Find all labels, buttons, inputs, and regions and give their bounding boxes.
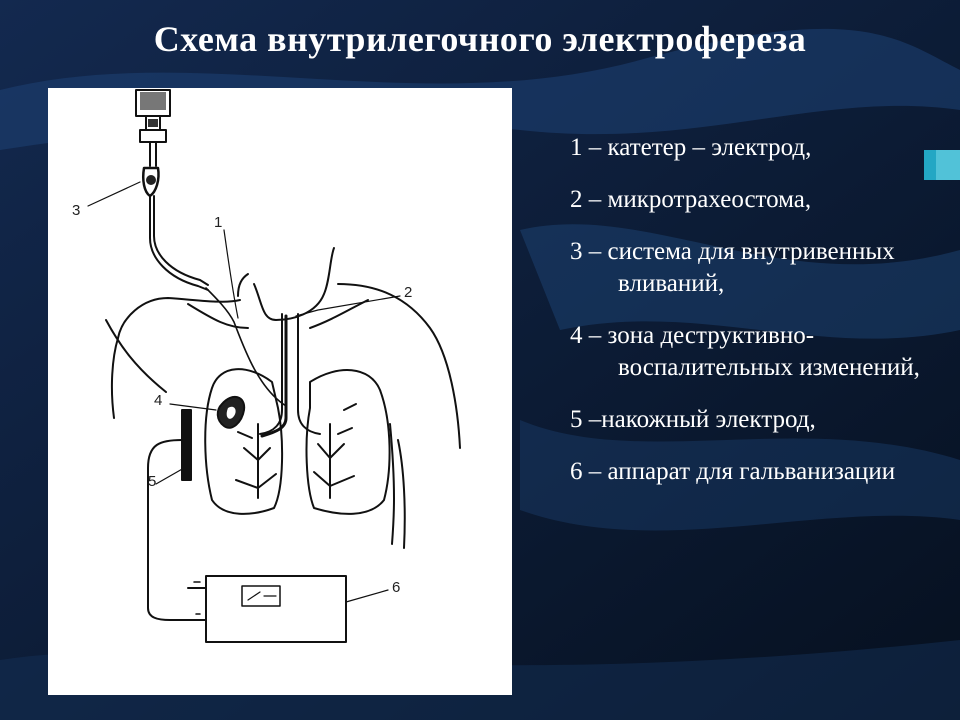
electrophoresis-diagram: 3 1 2 4 5 6 — [48, 88, 512, 695]
right-lung — [305, 369, 391, 515]
leader-5 — [155, 467, 185, 485]
diagram-drawing — [87, 89, 461, 643]
label-3: 3 — [72, 202, 81, 219]
leader-1 — [223, 229, 239, 319]
leader-3 — [87, 181, 141, 207]
legend-item-3: 3 – система для внутривенных вливаний, — [570, 238, 895, 297]
legend-item-5: 5 –накожный электрод, — [570, 406, 816, 433]
wire-skin-electrode — [147, 439, 209, 621]
accent-bar-highlight — [936, 150, 960, 180]
leader-4 — [169, 403, 217, 411]
trachea — [259, 313, 321, 438]
legend-item-1: 1 – катетер – электрод, — [570, 134, 812, 161]
legend: 1 – катетер – электрод, 2 – микротрахеос… — [570, 132, 940, 508]
left-lung — [204, 368, 284, 515]
label-4: 4 — [154, 392, 163, 409]
legend-item-6: 6 – аппарат для гальванизации — [570, 458, 896, 485]
legend-item-2: 2 – микротрахеостома, — [570, 186, 812, 213]
body-outline — [105, 247, 461, 549]
label-1: 1 — [214, 214, 223, 231]
slide-title: Схема внутрилегочного электрофереза — [153, 19, 807, 59]
label-6: 6 — [392, 579, 401, 596]
galvanization-device — [193, 575, 347, 643]
legend-item-4: 4 – зона деструктивно-воспалительных изм… — [570, 322, 920, 381]
drip-bottle — [135, 89, 209, 291]
leader-6 — [345, 589, 389, 603]
leader-2 — [295, 295, 401, 317]
label-2: 2 — [404, 284, 413, 301]
skin-electrode — [181, 409, 192, 481]
catheter-electrode — [205, 287, 287, 407]
label-5: 5 — [148, 473, 157, 490]
inflammation-zone — [216, 395, 246, 429]
